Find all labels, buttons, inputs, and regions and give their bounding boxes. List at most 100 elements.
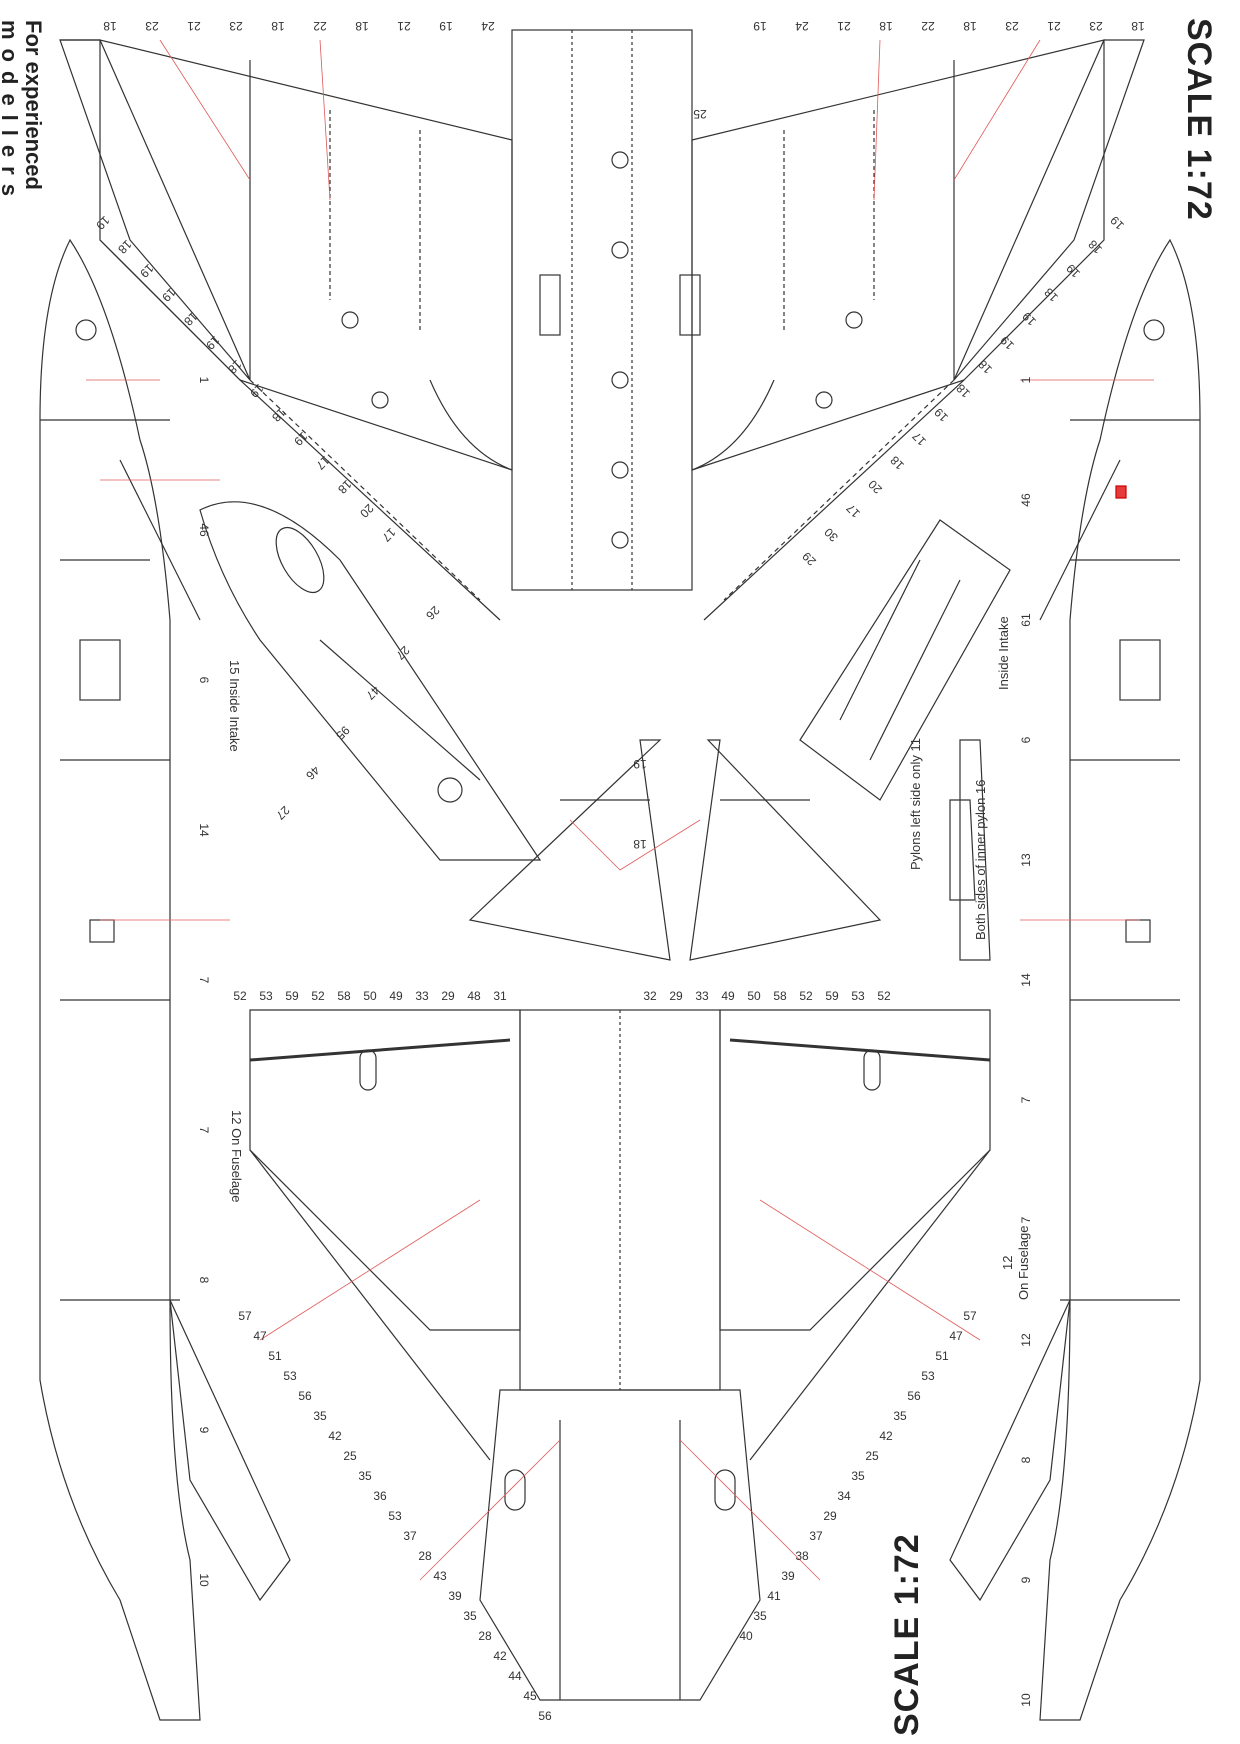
callout-number: 8 bbox=[1019, 1456, 1033, 1463]
callout-number: 24 bbox=[795, 19, 809, 33]
right-side-profile bbox=[949, 238, 1201, 1721]
callout-number: 20 bbox=[865, 477, 885, 497]
callout-number: 19 bbox=[1019, 309, 1039, 329]
callout-number: 27 bbox=[393, 643, 413, 663]
callout-number: 18 bbox=[633, 837, 647, 851]
callout-number: 22 bbox=[921, 19, 935, 33]
callout-number: 52 bbox=[799, 989, 813, 1003]
callout-number: 19 bbox=[997, 333, 1017, 353]
callout-number: 35 bbox=[463, 1609, 477, 1623]
callout-number: 19 bbox=[247, 381, 267, 401]
callout-number: 17 bbox=[379, 525, 399, 545]
callout-number: 39 bbox=[448, 1589, 462, 1603]
callout-number: 29 bbox=[441, 989, 455, 1003]
callout-number: 19 bbox=[137, 261, 157, 281]
callout-number: 18 bbox=[1085, 237, 1105, 257]
left-tailplane bbox=[468, 739, 671, 961]
callout-number: 35 bbox=[851, 1469, 865, 1483]
callout-number: 53 bbox=[283, 1369, 297, 1383]
callout-number: 18 bbox=[879, 19, 893, 33]
note-on-fuselage-right: On Fuselage bbox=[1016, 1226, 1031, 1300]
callout-number: 43 bbox=[433, 1569, 447, 1583]
callout-number: 56 bbox=[907, 1389, 921, 1403]
callout-number: 18 bbox=[1131, 19, 1145, 33]
callout-number: 30 bbox=[821, 525, 841, 545]
flap-detail bbox=[799, 519, 1011, 801]
callout-number: 51 bbox=[935, 1349, 949, 1363]
callout-number: 21 bbox=[187, 19, 201, 33]
callout-number: 23 bbox=[145, 19, 159, 33]
callout-number: 40 bbox=[739, 1629, 753, 1643]
right-tailplane bbox=[689, 739, 882, 961]
upper-fuselage-spine bbox=[511, 29, 693, 591]
callout-number: 52 bbox=[233, 989, 247, 1003]
callout-number: 41 bbox=[767, 1589, 781, 1603]
callout-number: 24 bbox=[481, 19, 495, 33]
callout-number: 13 bbox=[1019, 853, 1033, 867]
callout-number: 18 bbox=[355, 19, 369, 33]
callout-number: 47 bbox=[253, 1329, 267, 1343]
callout-number: 46 bbox=[303, 763, 323, 783]
callout-number: 57 bbox=[238, 1309, 252, 1323]
leader-lines bbox=[86, 39, 1154, 1581]
callout-number: 48 bbox=[467, 989, 481, 1003]
callout-number: 56 bbox=[298, 1389, 312, 1403]
callout-number: 25 bbox=[865, 1449, 879, 1463]
callout-number: 28 bbox=[478, 1629, 492, 1643]
callout-number: 50 bbox=[363, 989, 377, 1003]
callout-number: 56 bbox=[538, 1709, 552, 1723]
callout-number: 7 bbox=[1019, 1216, 1033, 1223]
callout-number: 14 bbox=[197, 823, 211, 837]
note-inside-intake-left: 15 Inside Intake bbox=[227, 660, 242, 752]
callout-number: 21 bbox=[1047, 19, 1061, 33]
left-side-profile bbox=[39, 238, 291, 1721]
callout-number: 35 bbox=[753, 1609, 767, 1623]
callout-number: 19 bbox=[633, 757, 647, 771]
callout-number: 19 bbox=[291, 429, 311, 449]
callout-number: 52 bbox=[311, 989, 325, 1003]
callout-number: 38 bbox=[795, 1549, 809, 1563]
callout-number: 27 bbox=[273, 803, 293, 823]
callout-number: 17 bbox=[843, 501, 863, 521]
callout-number: 33 bbox=[415, 989, 429, 1003]
callout-number: 18 bbox=[953, 381, 973, 401]
upper-wing-planform bbox=[59, 29, 1145, 621]
callout-number: 22 bbox=[313, 19, 327, 33]
callout-number: 53 bbox=[388, 1509, 402, 1523]
callout-number: 47 bbox=[363, 683, 383, 703]
callout-number: 39 bbox=[781, 1569, 795, 1583]
callout-number: 7 bbox=[1019, 1096, 1033, 1103]
note-on-fuselage-right-num: 12 bbox=[1000, 1256, 1015, 1270]
callout-number: 35 bbox=[358, 1469, 372, 1483]
callout-number: 37 bbox=[809, 1529, 823, 1543]
callout-number: 21 bbox=[397, 19, 411, 33]
callout-number: 46 bbox=[197, 523, 211, 537]
callout-number: 31 bbox=[493, 989, 507, 1003]
callout-number: 33 bbox=[695, 989, 709, 1003]
note-inside-intake-right: Inside Intake bbox=[996, 616, 1011, 690]
callout-number: 9 bbox=[1019, 1576, 1033, 1583]
callout-number: 53 bbox=[851, 989, 865, 1003]
callout-number: 59 bbox=[825, 989, 839, 1003]
callout-number: 49 bbox=[721, 989, 735, 1003]
callout-number: 23 bbox=[1005, 19, 1019, 33]
callout-number: 52 bbox=[877, 989, 891, 1003]
callout-number: 18 bbox=[963, 19, 977, 33]
callout-number: 1 bbox=[1019, 376, 1033, 383]
callout-number: 9 bbox=[197, 1427, 211, 1434]
callout-number: 28 bbox=[418, 1549, 432, 1563]
callout-number: 12 bbox=[1019, 1333, 1033, 1347]
callout-number: 21 bbox=[837, 19, 851, 33]
callout-number: 50 bbox=[747, 989, 761, 1003]
callout-number: 29 bbox=[669, 989, 683, 1003]
left-upper-wing bbox=[99, 39, 513, 471]
callout-number: 18 bbox=[1041, 285, 1061, 305]
callout-number: 58 bbox=[337, 989, 351, 1003]
callout-number: 19 bbox=[439, 19, 453, 33]
callout-number: 61 bbox=[1019, 613, 1033, 627]
callout-number: 42 bbox=[328, 1429, 342, 1443]
callout-number: 7 bbox=[197, 1127, 211, 1134]
callout-number: 25 bbox=[693, 107, 707, 121]
